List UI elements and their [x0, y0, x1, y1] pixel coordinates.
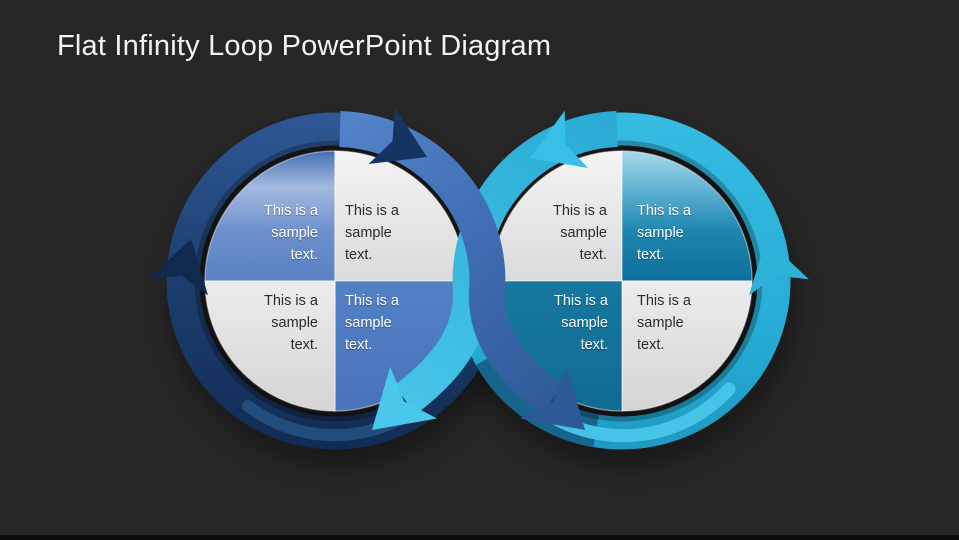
- cyan-cross-arrowhead-icon: [372, 366, 438, 430]
- cyan-top-arrowhead-icon: [530, 110, 588, 169]
- slide-bottom-edge: [0, 535, 959, 540]
- navy-top-arrowhead-icon: [368, 107, 427, 164]
- left-quadrant-bottom-left: [204, 280, 336, 412]
- blue-cross-arrowhead-icon: [519, 366, 585, 430]
- right-quadrant-text-top-right: This is a sample text.: [637, 203, 691, 263]
- right-quadrant-text-top-left: This is a sample text.: [553, 203, 607, 263]
- left-quadrant-text-top-left: This is a sample text.: [264, 203, 318, 263]
- right-quadrant-text-bottom-right: This is a sample text.: [637, 293, 691, 353]
- left-quadrant-text-bottom-left: This is a sample text.: [264, 293, 318, 353]
- cyan-right-arrowhead-icon: [748, 239, 809, 296]
- slide-title: Flat Infinity Loop PowerPoint Diagram: [57, 30, 552, 62]
- right-quadrant-top-right: [621, 150, 753, 282]
- right-quadrant-bottom-right: [621, 280, 753, 412]
- navy-left-arrowhead-icon: [148, 239, 209, 296]
- left-quadrant-text-top-right: This is a sample text.: [345, 203, 399, 263]
- left-quadrant-top-left: [204, 150, 336, 282]
- right-quadrant-text-bottom-left: This is a sample text.: [554, 293, 608, 353]
- left-quadrant-text-bottom-right: This is a sample text.: [345, 293, 399, 353]
